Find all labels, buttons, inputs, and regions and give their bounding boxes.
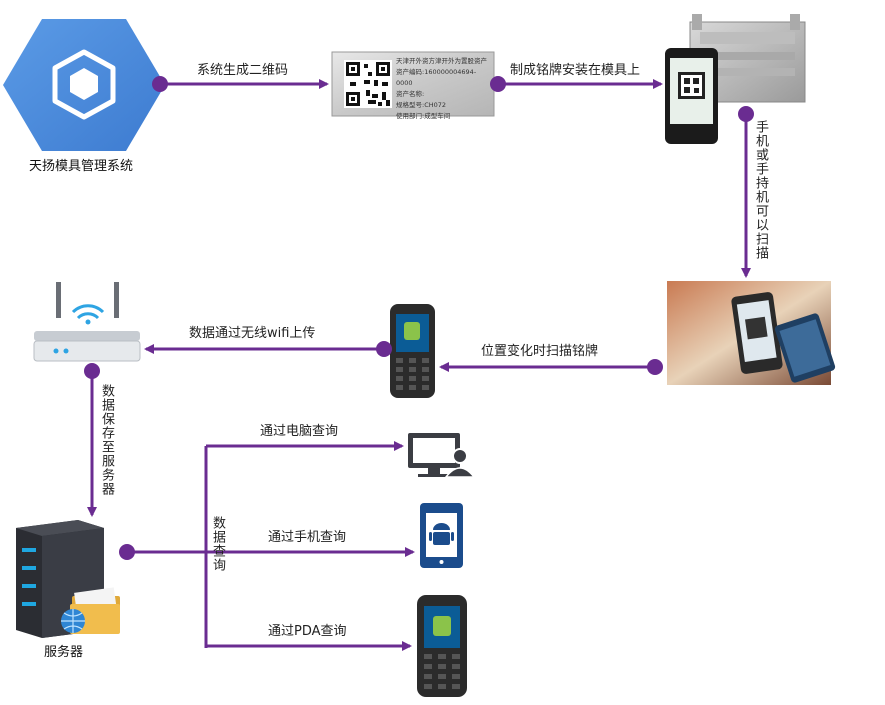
- nameplate-line: 资产编码:160000004694-0000: [396, 68, 477, 87]
- nameplate-line: 天津开外资方津开外为置股资产: [396, 57, 487, 65]
- mold-with-phone-image: [665, 14, 806, 144]
- nameplate-text: 天津开外资方津开外为置股资产 资产编码:160000004694-0000 资产…: [396, 56, 492, 122]
- nameplate-line: 使用部门:成型车间: [396, 112, 451, 120]
- pda-device-icon: [417, 595, 467, 697]
- cube-hexagon-icon: [3, 19, 165, 151]
- nameplate-line: 规格型号:CH072: [396, 101, 447, 109]
- edge-save-label: 数据保存至服务器: [99, 384, 114, 496]
- system-caption: 天扬模具管理系统: [29, 159, 134, 174]
- qr-code-icon: [344, 60, 392, 108]
- edge-via-pc-label: 通过电脑查询: [260, 424, 339, 439]
- edge-scan-move-label: 位置变化时扫描铭牌: [481, 344, 599, 359]
- edge-start-dot: [738, 106, 754, 122]
- edge-start-dot: [152, 76, 168, 92]
- edge-start-dot: [376, 341, 392, 357]
- qr-nameplate-image: [331, 51, 495, 117]
- edge-via-pda-label: 通过PDA查询: [268, 624, 347, 639]
- android-phone-icon: [420, 503, 463, 568]
- edge-start-dot: [119, 544, 135, 560]
- edge-start-dot: [490, 76, 506, 92]
- edge-install-label: 制成铭牌安装在模具上: [510, 63, 641, 78]
- pda-handheld-icon: [390, 304, 435, 398]
- server-caption: 服务器: [44, 645, 84, 660]
- edge-start-dot: [647, 359, 663, 375]
- phone-scanning-photo: [667, 281, 836, 385]
- edge-upload-label: 数据通过无线wifi上传: [189, 326, 316, 341]
- edge-scan-phone-label: 手机或手持机可以扫描: [753, 120, 768, 260]
- edge-start-dot: [84, 363, 100, 379]
- folder-globe-icon: [61, 587, 120, 634]
- edge-query-label: 数据查询: [210, 516, 225, 572]
- edge-via-phone-label: 通过手机查询: [268, 530, 347, 545]
- wifi-router-icon: [33, 282, 141, 362]
- edge-generate-label: 系统生成二维码: [197, 63, 289, 78]
- computer-user-icon: [408, 433, 476, 478]
- nameplate-line: 资产名称:: [396, 90, 425, 98]
